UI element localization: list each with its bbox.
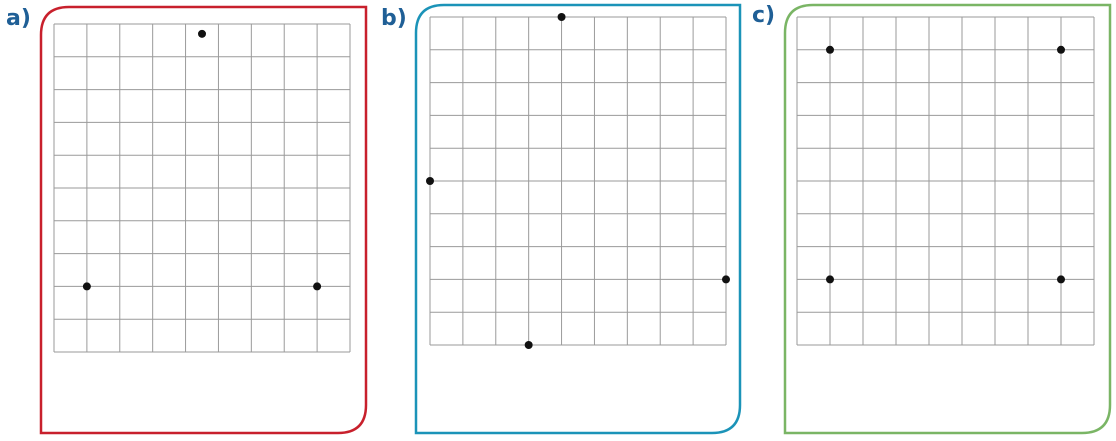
- panel-a-point-2: [82, 282, 91, 291]
- panel-c-point-1: [826, 45, 834, 54]
- panel-b-point-2: [426, 177, 434, 185]
- panel-a-frame: [39, 5, 368, 435]
- panel-b-frame: [414, 3, 742, 435]
- panel-b: [414, 3, 742, 435]
- panel-b-grid: [429, 16, 727, 346]
- panel-c-point-3: [826, 275, 834, 284]
- panel-c-point-2: [1057, 45, 1065, 54]
- panel-c-point-4: [1057, 275, 1065, 284]
- panel-b-label: b): [381, 6, 407, 31]
- panel-c-label: c): [752, 3, 776, 28]
- panel-a-point-1: [198, 29, 206, 38]
- panel-a-grid: [53, 23, 351, 353]
- panel-b-point-4: [524, 341, 533, 349]
- panel-c-frame: [783, 3, 1112, 435]
- panel-a-point-3: [313, 282, 322, 291]
- panel-b-point-1: [557, 13, 566, 21]
- panel-a: [39, 5, 368, 435]
- panel-a-label: a): [6, 6, 31, 31]
- panel-c: [783, 3, 1112, 435]
- panel-b-point-3: [722, 275, 730, 284]
- panel-c-grid: [796, 16, 1095, 346]
